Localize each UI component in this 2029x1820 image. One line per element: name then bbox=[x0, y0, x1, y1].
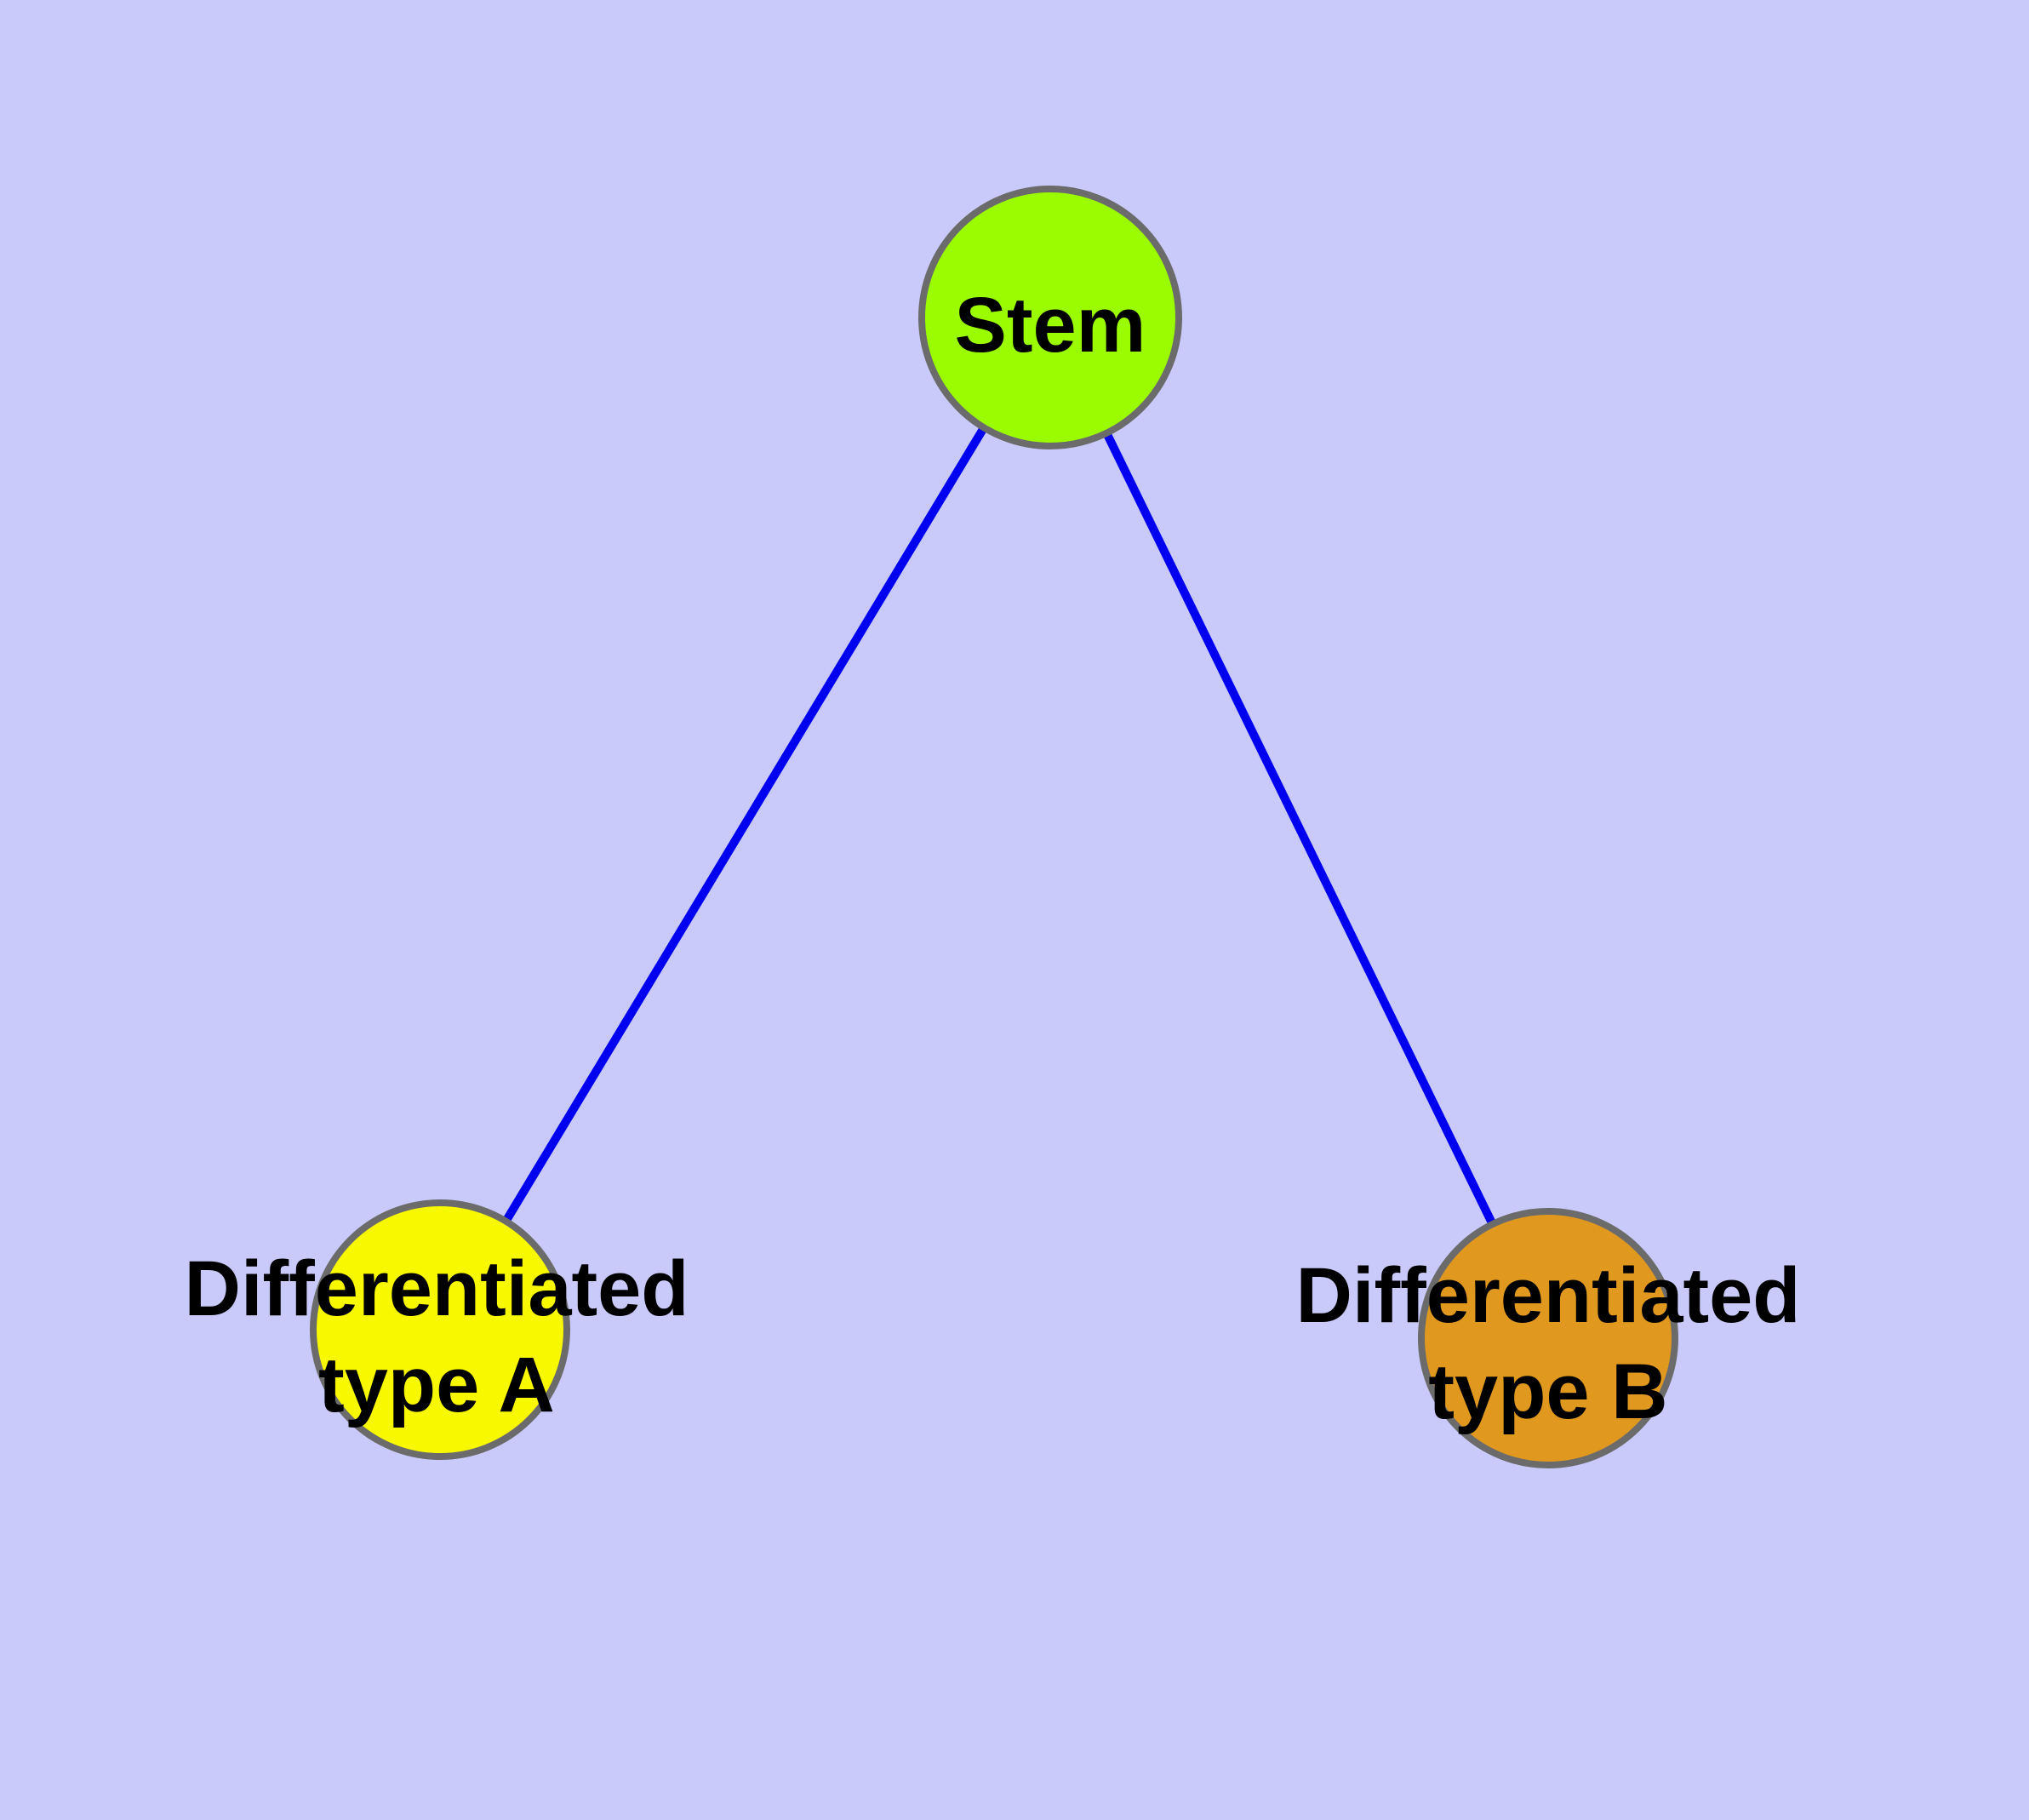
edge-stem-to-type-b bbox=[1046, 315, 1552, 1341]
differentiated-type-a-node bbox=[310, 1199, 570, 1460]
differentiated-type-a-label-line1: Differentiated bbox=[185, 1245, 689, 1332]
stem-node-label: Stem bbox=[955, 282, 1146, 369]
differentiated-type-b-label-line2: type B bbox=[1428, 1348, 1667, 1435]
differentiated-type-b-node bbox=[1418, 1208, 1678, 1468]
differentiated-type-a-label-line2: type A bbox=[318, 1342, 555, 1428]
edge-stem-to-type-a bbox=[436, 315, 1055, 1333]
stem-node bbox=[918, 186, 1182, 449]
differentiated-type-b-label-line1: Differentiated bbox=[1296, 1252, 1801, 1339]
